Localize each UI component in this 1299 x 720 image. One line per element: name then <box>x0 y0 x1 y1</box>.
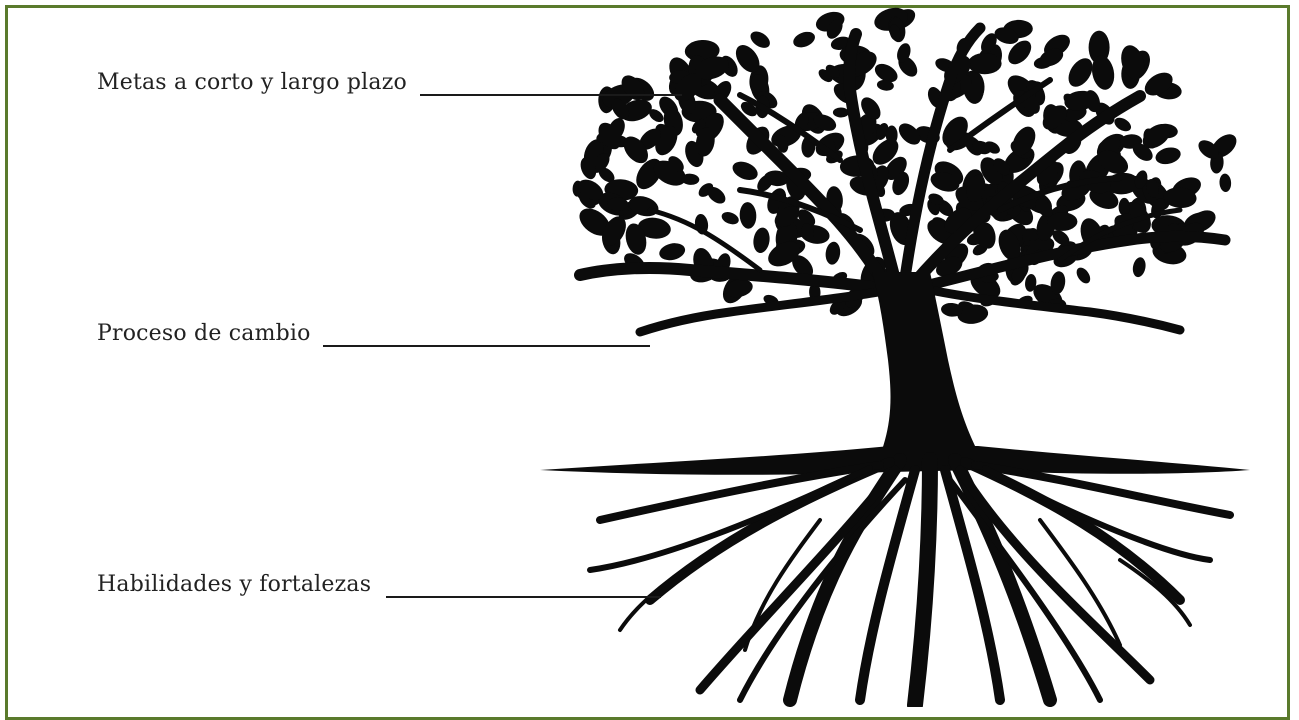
root <box>915 460 930 705</box>
tree-roots <box>590 460 1230 705</box>
leaf <box>791 29 817 50</box>
connector-line-goals <box>420 94 682 96</box>
leaf <box>1119 198 1130 216</box>
leaf <box>1154 145 1183 167</box>
leaf <box>1131 256 1147 278</box>
connector-line-strengths <box>386 596 661 598</box>
leaf <box>739 202 757 229</box>
leaf <box>730 158 761 183</box>
label-goals: Metas a corto y largo plazo <box>97 70 407 95</box>
leaf <box>658 241 687 263</box>
label-strengths: Habilidades y fortalezas <box>97 572 371 597</box>
leaf <box>752 227 771 255</box>
leaf <box>1047 212 1077 231</box>
connector-line-process <box>323 345 650 347</box>
leaf <box>1074 265 1093 286</box>
leaf <box>833 107 849 117</box>
leaf <box>824 241 841 266</box>
leaf <box>747 28 772 51</box>
leaf <box>1219 173 1232 192</box>
leaf <box>720 210 741 227</box>
leaf <box>886 126 898 145</box>
leaf <box>968 53 1002 74</box>
label-process: Proceso de cambio <box>97 321 311 346</box>
